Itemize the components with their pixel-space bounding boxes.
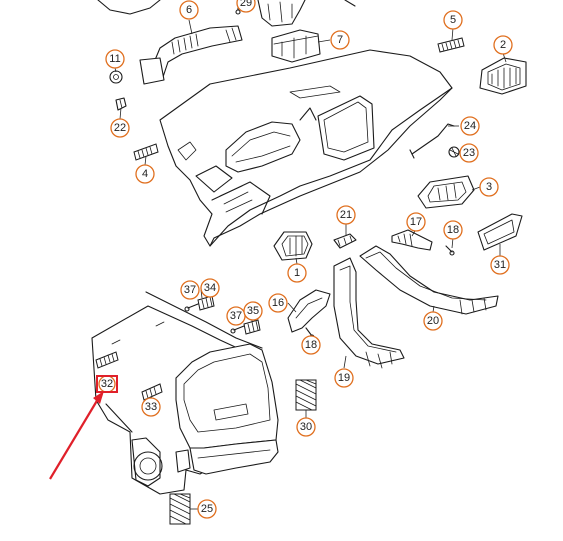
dashboard-panel — [159, 49, 453, 247]
callout-11: 11 — [105, 49, 125, 69]
top-partial-parts — [97, 0, 356, 27]
callout-16: 16 — [268, 293, 288, 313]
svg-text:25: 25 — [201, 503, 213, 515]
van-body — [91, 291, 279, 495]
svg-text:37: 37 — [230, 310, 242, 322]
trim-part-31 — [477, 213, 523, 251]
callout-2: 2 — [493, 35, 513, 55]
svg-text:19: 19 — [338, 372, 350, 384]
callout-23: 23 — [459, 143, 479, 163]
callouts: 29 6 7 5 2 11 22 4 24 23 3 21 17 18 31 1… — [98, 0, 513, 519]
duct-part-19 — [333, 257, 405, 369]
svg-text:32: 32 — [101, 378, 113, 390]
svg-text:33: 33 — [145, 401, 157, 413]
callout-32: 32 — [98, 375, 116, 393]
callout-33: 33 — [141, 397, 161, 417]
leader-lines — [114, 0, 507, 510]
svg-text:37: 37 — [184, 284, 196, 296]
svg-text:3: 3 — [486, 181, 492, 193]
svg-text:16: 16 — [272, 297, 284, 309]
part-21 — [333, 233, 357, 249]
callout-7: 7 — [330, 30, 350, 50]
callout-22: 22 — [110, 118, 130, 138]
vent-frame-part-3 — [417, 175, 475, 209]
duct-part-20 — [359, 245, 499, 315]
svg-text:24: 24 — [464, 120, 476, 132]
svg-text:6: 6 — [186, 4, 192, 16]
callout-21: 21 — [336, 205, 356, 225]
svg-text:4: 4 — [142, 168, 148, 180]
grille-part-5 — [437, 37, 465, 53]
duct-part-6 — [139, 25, 243, 85]
svg-text:2: 2 — [500, 39, 506, 51]
svg-text:20: 20 — [427, 315, 439, 327]
callout-1: 1 — [287, 263, 307, 283]
highlight-box — [96, 375, 118, 393]
grille-part-30 — [295, 379, 317, 411]
grille-part-4 — [133, 143, 159, 161]
callout-20: 20 — [423, 311, 443, 331]
svg-text:18: 18 — [447, 224, 459, 236]
callout-37-right: 37 — [226, 306, 246, 326]
svg-text:17: 17 — [410, 216, 422, 228]
small-parts-34-35-37 — [184, 295, 261, 335]
callout-6: 6 — [179, 0, 199, 20]
svg-text:34: 34 — [204, 282, 216, 294]
highlight-arrow-shaft — [49, 398, 99, 480]
callout-34: 34 — [200, 278, 220, 298]
callout-17: 17 — [406, 212, 426, 232]
svg-text:18: 18 — [305, 339, 317, 351]
small-parts-11-22 — [109, 70, 127, 111]
svg-text:1: 1 — [294, 267, 300, 279]
svg-text:29: 29 — [240, 0, 252, 9]
callout-30: 30 — [296, 417, 316, 437]
callout-5: 5 — [443, 10, 463, 30]
callout-25: 29 — [236, 0, 256, 13]
callout-18-top: 18 — [443, 220, 463, 240]
vent-part-7 — [271, 29, 321, 63]
svg-text:23: 23 — [463, 147, 475, 159]
svg-text:7: 7 — [337, 34, 343, 46]
callout-18-bottom: 18 — [301, 335, 321, 355]
highlight-arrow-head — [93, 391, 104, 404]
callout-24: 24 — [460, 116, 480, 136]
svg-text:31: 31 — [494, 259, 506, 271]
callout-19: 19 — [334, 368, 354, 388]
grille-part-29 — [169, 493, 191, 525]
highlight-annotation — [49, 375, 118, 480]
callout-35: 35 — [243, 301, 263, 321]
svg-text:35: 35 — [247, 305, 259, 317]
svg-text:11: 11 — [109, 53, 120, 65]
callout-3: 3 — [479, 177, 499, 197]
callout-37-left: 37 — [180, 280, 200, 300]
vent-part-2 — [479, 57, 527, 95]
callout-4: 4 — [135, 164, 155, 184]
svg-text:5: 5 — [450, 14, 456, 26]
duct-part-16 — [287, 289, 331, 340]
svg-text:22: 22 — [114, 122, 126, 134]
parts-23-24 — [409, 123, 460, 159]
callout-31: 31 — [490, 255, 510, 275]
svg-text:30: 30 — [300, 421, 312, 433]
parts-17-18 — [391, 229, 455, 256]
vent-part-1 — [273, 231, 313, 261]
callout-29: 25 — [197, 499, 217, 519]
svg-text:21: 21 — [340, 209, 352, 221]
